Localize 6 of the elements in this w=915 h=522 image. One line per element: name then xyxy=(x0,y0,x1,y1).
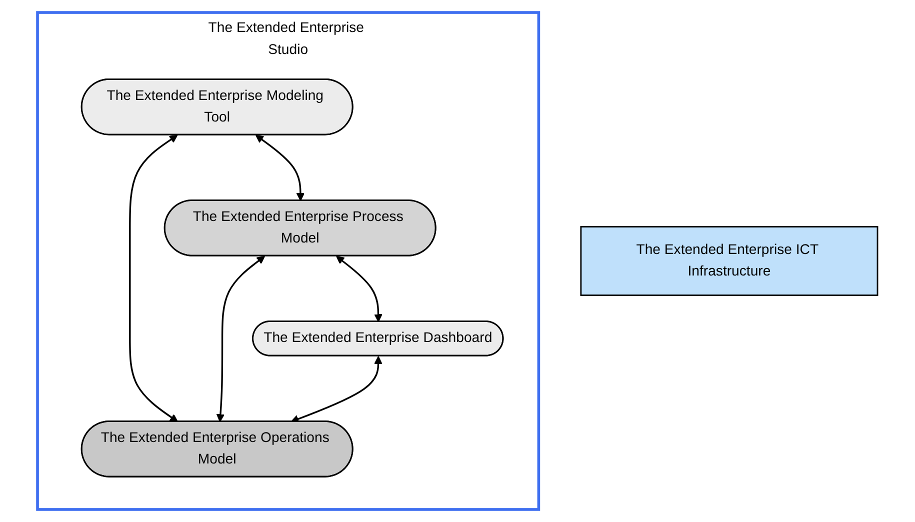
arrow xyxy=(255,134,305,202)
node-box: The Extended Enterprise ICT Infrastructure xyxy=(580,226,878,296)
arrow xyxy=(216,256,266,422)
arrow xyxy=(129,134,178,422)
arrow xyxy=(336,256,382,322)
arrow xyxy=(290,356,382,423)
